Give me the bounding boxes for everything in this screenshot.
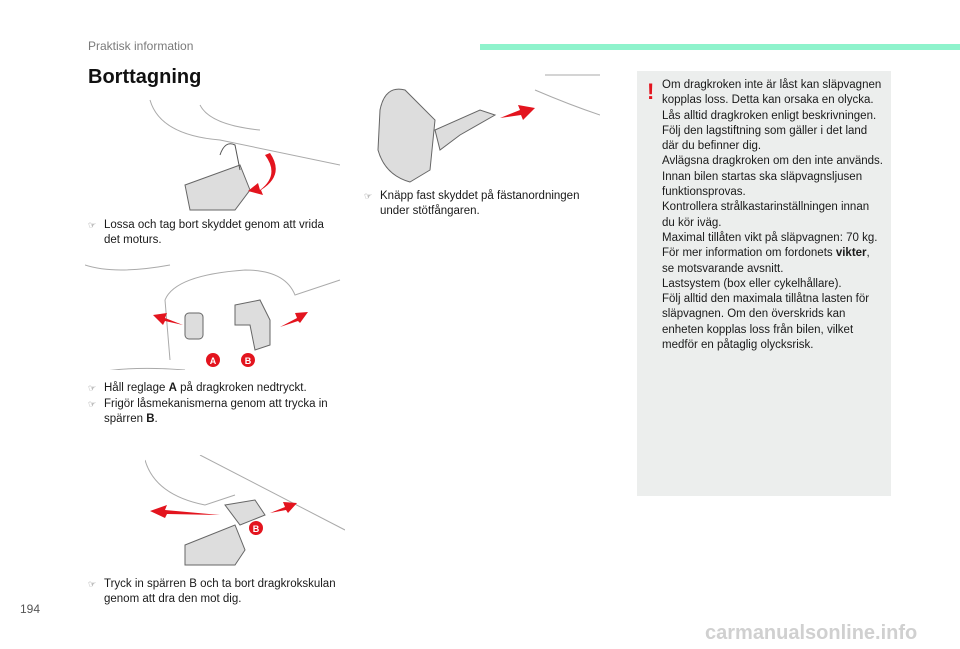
page-title: Borttagning	[88, 66, 202, 88]
warning-line: Avlägsna dragkroken om den inte används.	[662, 155, 883, 168]
pointing-hand-icon: ☞	[88, 383, 97, 393]
illustration-remove-ball: B	[145, 455, 345, 566]
step-1: ☞ Lossa och tag bort skyddet genom att vr…	[88, 218, 338, 248]
step-text: Håll reglage	[104, 382, 169, 394]
warning-line: Följ den lagstiftning som gäller i det l…	[662, 124, 868, 153]
illustration-cover-removal	[149, 99, 340, 211]
pointing-hand-icon: ☞	[88, 220, 97, 230]
exclamation-icon: !	[647, 79, 655, 104]
warning-text: För mer information om fordonets	[662, 247, 836, 260]
label-b-ref: B	[146, 413, 155, 425]
warning-line: Maximal tillåten vikt på släpvagnen: 70 …	[662, 231, 878, 244]
illustration-release-latches: A B	[85, 264, 341, 370]
warning-line: Följ alltid den maximala tillåtna lasten…	[662, 293, 870, 352]
step-5: ☞ Knäpp fast skyddet på fästanordningen u…	[364, 189, 604, 219]
warning-line: Om dragkroken inte är låst kan släpvagne…	[662, 79, 882, 107]
warning-line: Lastsystem (box eller cykelhållare).	[662, 277, 842, 290]
warning-line: Kontrollera strålkastarinställningen inn…	[662, 201, 870, 229]
label-b-badge	[241, 353, 255, 367]
step-2: ☞ Håll reglage A på dragkroken nedtryckt.	[88, 381, 348, 396]
step-3: ☞ Frigör låsmekanismerna genom att trycka…	[88, 397, 348, 427]
warning-line-weights: För mer information om fordonets vikter,…	[662, 246, 885, 277]
section-title: Praktisk information	[88, 39, 194, 53]
pointing-hand-icon: ☞	[88, 579, 97, 589]
warning-text: , se motsvarande avsnitt.	[662, 247, 870, 275]
warning-line: Innan bilen startas ska släpvagnsljusen …	[662, 170, 863, 199]
label-a: A	[210, 356, 217, 366]
label-a-ref: A	[168, 382, 177, 394]
step-4: ☞ Tryck in spärren B och ta bort dragkrok…	[88, 577, 358, 607]
warning-box: ! Om dragkroken inte är låst kan släpvag…	[637, 71, 891, 496]
watermark: carmanualsonline.info	[705, 622, 918, 644]
pointing-hand-icon: ☞	[88, 399, 97, 409]
warning-line: Lås alltid dragkroken enligt beskrivning…	[662, 109, 877, 122]
label-b: B	[245, 356, 252, 366]
step-text: Knäpp fast skyddet på fästanordningen un…	[380, 190, 580, 217]
label-a-badge	[206, 353, 220, 367]
weights-link-text: vikter	[835, 247, 867, 260]
step-text: på dragkroken nedtryckt.	[176, 382, 307, 394]
step-text: Tryck in spärren B och ta bort dragkroks…	[104, 578, 336, 605]
step-text: .	[154, 413, 158, 425]
page-number: 194	[20, 602, 41, 616]
step-text: Lossa och tag bort skyddet genom att vri…	[104, 219, 324, 246]
label-b: B	[253, 524, 260, 534]
step-text: Frigör låsmekanismerna genom att trycka …	[104, 398, 328, 425]
illustration-refit-cover	[377, 74, 600, 183]
pointing-hand-icon: ☞	[364, 191, 373, 201]
header-accent-bar	[480, 44, 960, 50]
